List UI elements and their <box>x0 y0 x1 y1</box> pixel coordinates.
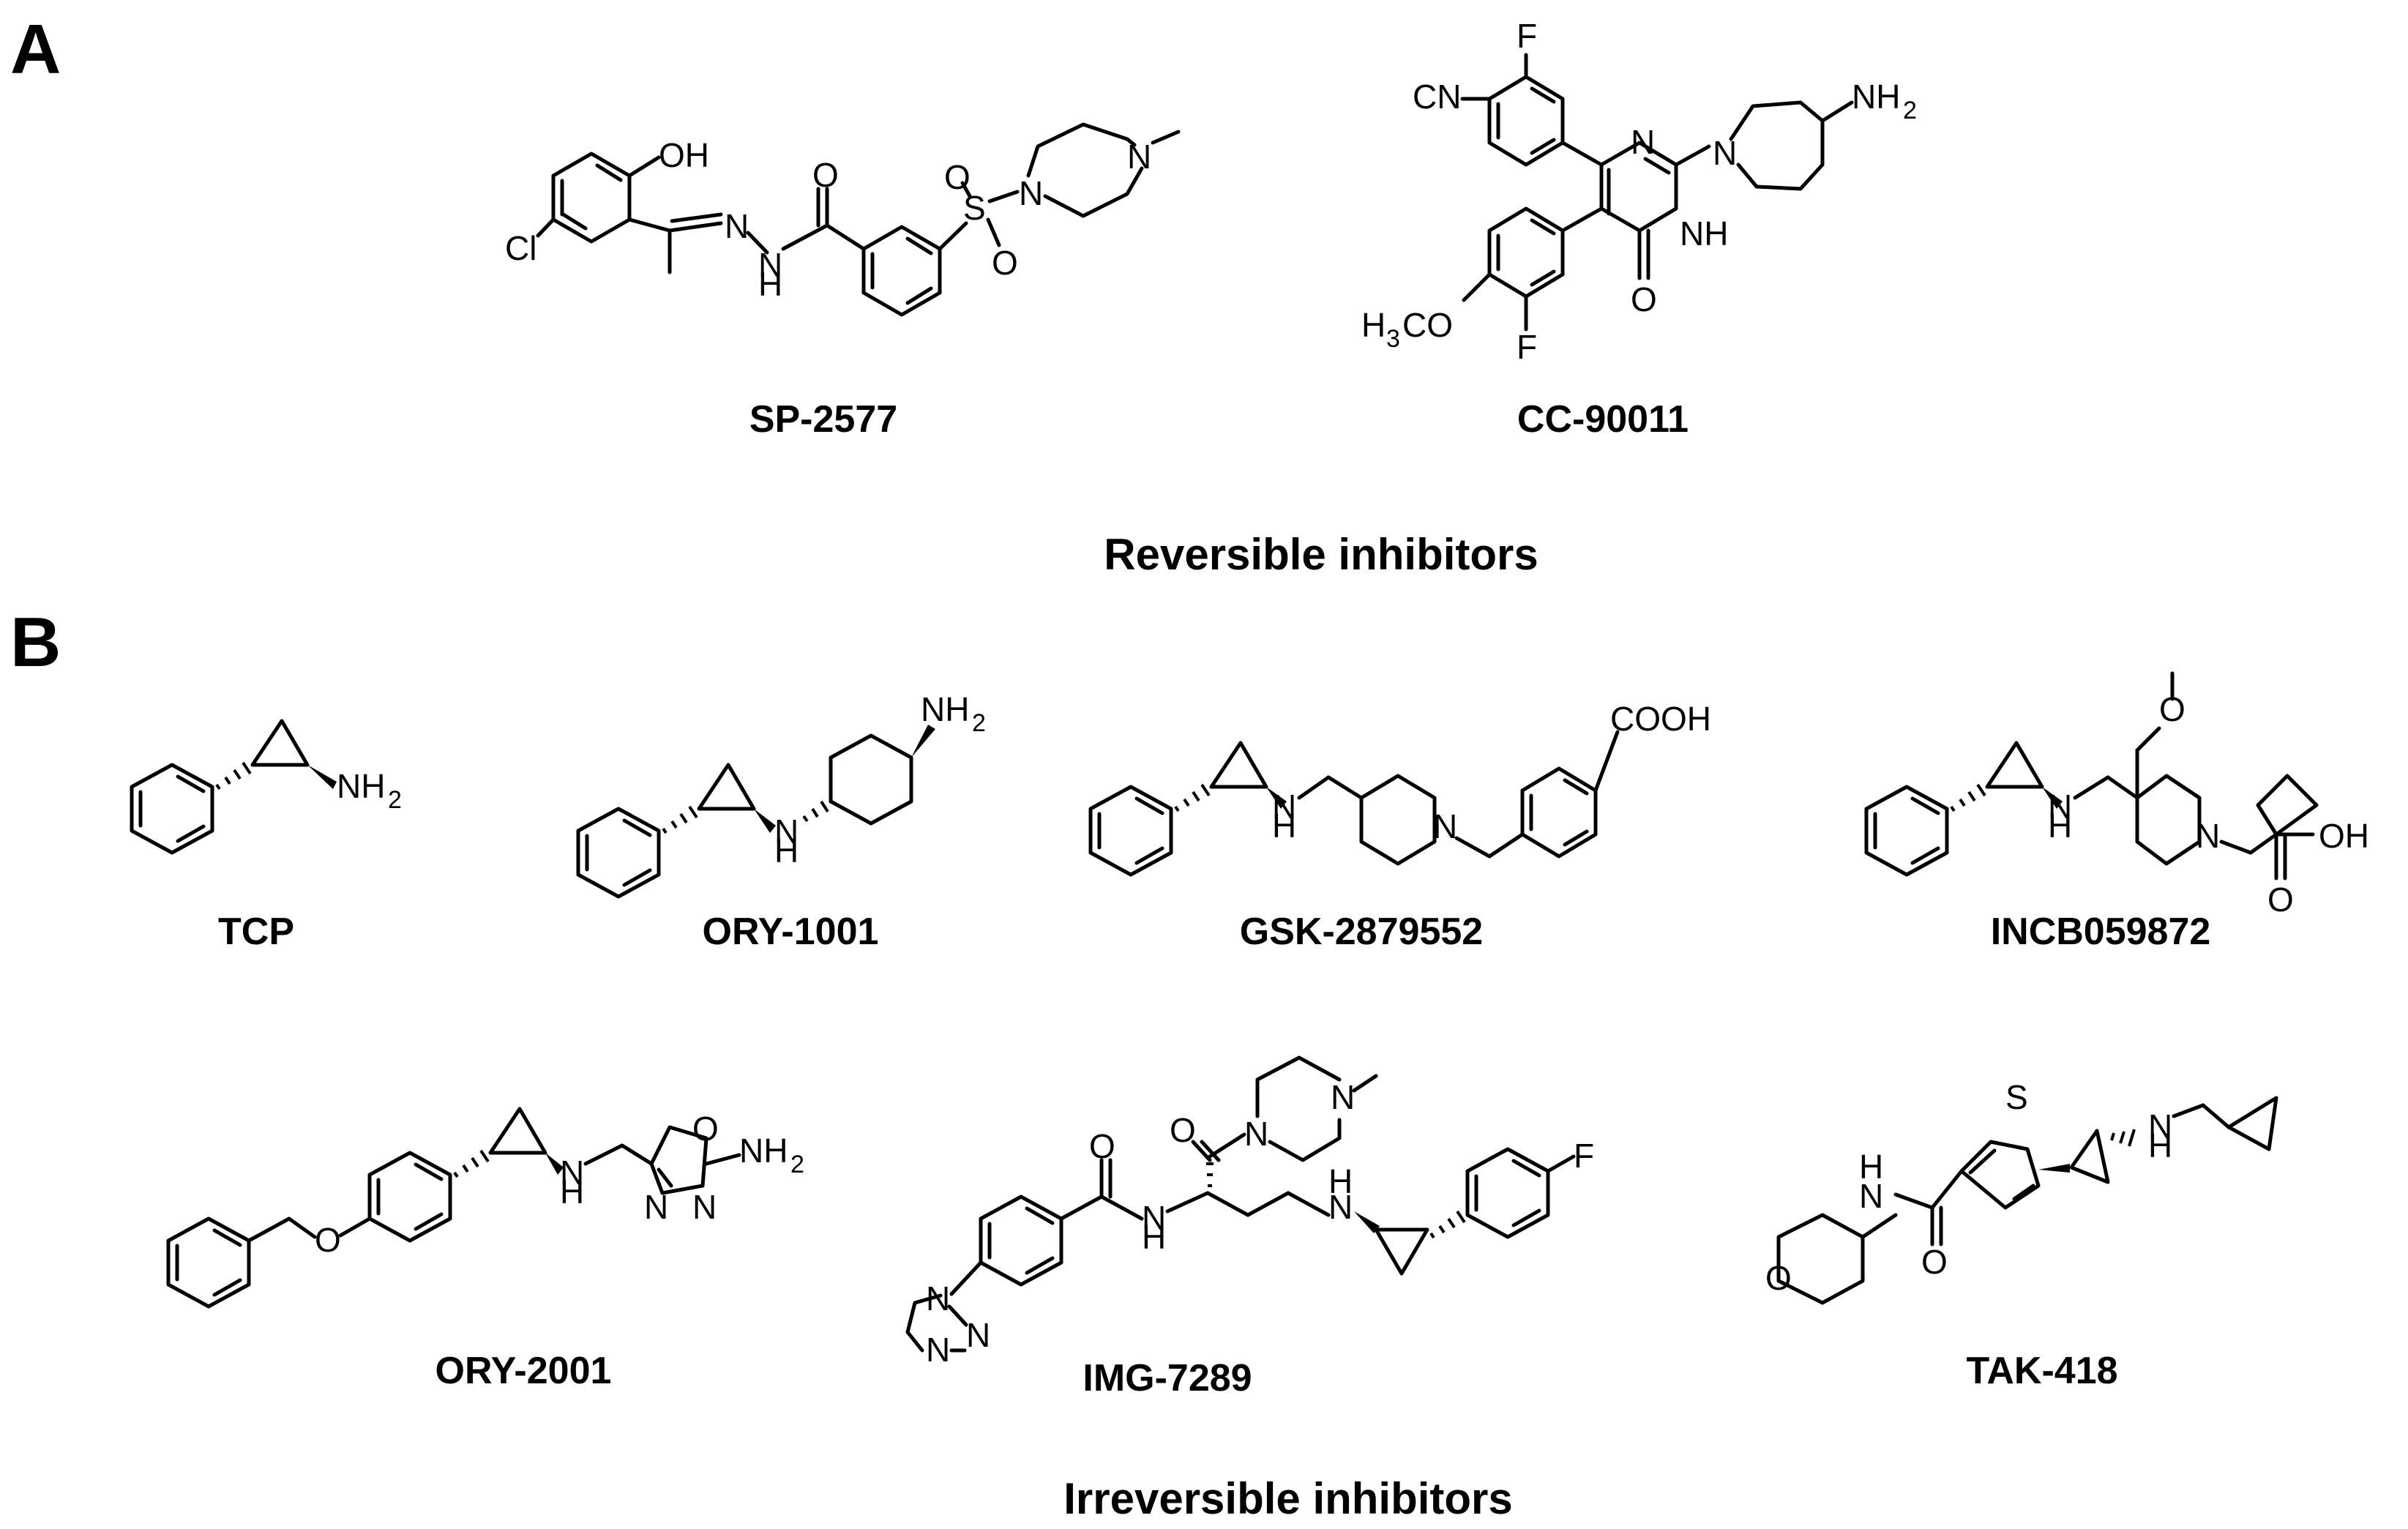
atom-n: N <box>2048 788 2072 826</box>
atom-n: N <box>1631 123 1655 161</box>
structure-tcp: NH 2 <box>130 719 402 855</box>
atom-s: S <box>963 189 986 227</box>
atom-h: H <box>758 265 782 303</box>
compound-label-cc-90011: CC-90011 <box>1517 398 1689 441</box>
atom-n: N <box>725 207 749 245</box>
atom-n: N <box>1331 1078 1355 1116</box>
atom-n: N <box>926 1331 950 1369</box>
atom-o: O <box>1765 1259 1792 1297</box>
atom-nh2: NH <box>921 690 969 728</box>
atom-n: N <box>1272 788 1296 826</box>
atom-o: O <box>1089 1127 1115 1165</box>
atom-oh: OH <box>659 136 709 174</box>
atom-n: N <box>1142 1199 1166 1237</box>
compound-label-tcp: TCP <box>218 911 294 953</box>
atom-s: S <box>2005 1078 2028 1116</box>
panel-label-a: A <box>10 10 61 89</box>
structure-img-7289: N N N O N H O N N H <box>905 1055 1594 1369</box>
atom-cooh: COOH <box>1610 700 1711 738</box>
atom-n: N <box>1713 134 1737 172</box>
atom-h: H <box>560 1173 584 1211</box>
structure-tak-418: O H N O S N H <box>1765 1078 2278 1305</box>
atom-n: N <box>1019 174 1043 212</box>
atom-h: H <box>2048 807 2072 845</box>
atom-f: F <box>1517 328 1537 366</box>
compound-label-incb059872: INCB059872 <box>1991 911 2211 953</box>
atom-h: H <box>1859 1148 1883 1186</box>
atom-o: O <box>315 1221 341 1259</box>
atom-o: O <box>1631 280 1657 318</box>
compound-label-sp-2577: SP-2577 <box>749 398 897 441</box>
structure-sp-2577: OH Cl N N H O S O O N N <box>505 122 1181 317</box>
atom-nh2: NH <box>1852 78 1900 116</box>
atom-h3co: H <box>1361 306 1386 344</box>
atom-o: O <box>992 244 1018 282</box>
atom-n: N <box>560 1154 584 1192</box>
atom-h: H <box>1142 1218 1166 1256</box>
section-title-reversible: Reversible inhibitors <box>1104 530 1538 579</box>
atom-n: N <box>774 812 799 851</box>
atom-n: N <box>692 1188 717 1226</box>
atom-n: N <box>758 246 782 284</box>
atom-n: N <box>1244 1115 1268 1153</box>
atom-n: N <box>2148 1107 2172 1145</box>
atom-h: H <box>1328 1162 1353 1200</box>
atom-n: N <box>2196 817 2220 855</box>
atom-o: O <box>692 1110 719 1148</box>
compound-label-ory-1001: ORY-1001 <box>703 911 879 953</box>
atom-n: N <box>1328 1188 1353 1226</box>
compound-label-ory-2001: ORY-2001 <box>435 1350 612 1392</box>
atom-nh2: NH <box>337 767 385 805</box>
atom-h: H <box>1272 807 1296 845</box>
atom-sub-2: 2 <box>790 1151 804 1178</box>
section-title-irreversible: Irreversible inhibitors <box>1063 1474 1513 1523</box>
atom-o: O <box>1170 1111 1196 1149</box>
atom-n: N <box>1859 1177 1883 1215</box>
atom-f: F <box>1517 17 1537 55</box>
atom-nh2: NH <box>739 1132 788 1170</box>
structure-ory-2001: O N H O N N NH 2 <box>166 1107 804 1309</box>
structure-ory-1001: N H NH 2 <box>576 690 986 899</box>
atom-h3co-sub: 3 <box>1386 325 1400 353</box>
compound-label-img-7289: IMG-7289 <box>1083 1357 1252 1399</box>
atom-o: O <box>2267 881 2294 919</box>
atom-n: N <box>966 1316 990 1354</box>
atom-sub-2: 2 <box>1903 97 1917 124</box>
panel-label-b: B <box>10 603 61 681</box>
structure-cc-90011: F CN N NH O N NH 2 F H 3 C <box>1361 17 1917 366</box>
atom-nh: NH <box>1680 214 1728 253</box>
atom-oh: OH <box>2319 817 2369 855</box>
atom-sub-2: 2 <box>972 709 986 737</box>
atom-o: O <box>812 156 839 194</box>
structure-incb059872: N H O N OH O <box>1864 671 2369 919</box>
structure-gsk-2879552: N H N COOH <box>1088 700 1711 877</box>
compound-label-gsk-2879552: GSK-2879552 <box>1240 911 1483 953</box>
atom-h: H <box>2148 1126 2172 1164</box>
atom-cn: CN <box>1413 78 1461 116</box>
atom-h3co-co: CO <box>1402 306 1453 344</box>
atom-o: O <box>1921 1243 1948 1281</box>
atom-cl: Cl <box>505 229 536 267</box>
atom-f: F <box>1574 1137 1594 1175</box>
compound-label-tak-418: TAK-418 <box>1966 1350 2117 1392</box>
atom-n: N <box>644 1188 668 1226</box>
atom-h: H <box>774 831 799 870</box>
atom-n: N <box>1433 807 1457 845</box>
atom-sub-2: 2 <box>388 786 402 814</box>
